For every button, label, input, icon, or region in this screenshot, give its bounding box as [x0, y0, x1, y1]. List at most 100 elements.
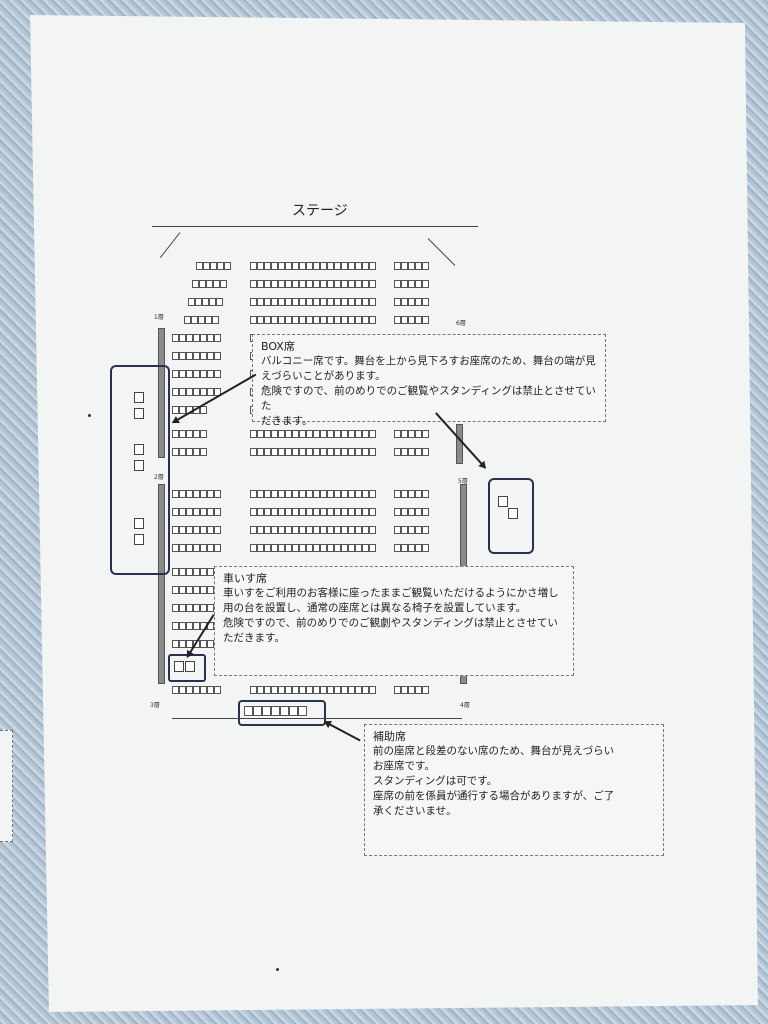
- seat: [369, 490, 376, 498]
- seat: [264, 490, 271, 498]
- seat: [193, 490, 200, 498]
- seat: [299, 686, 306, 694]
- seat: [355, 686, 362, 694]
- seat: [334, 508, 341, 516]
- seat: [186, 490, 193, 498]
- seat: [341, 316, 348, 324]
- seat: [422, 298, 429, 306]
- seat: [394, 280, 401, 288]
- seat: [348, 544, 355, 552]
- seat: [394, 490, 401, 498]
- seat: [200, 526, 207, 534]
- seat: [313, 448, 320, 456]
- seat: [285, 526, 292, 534]
- seat: [401, 262, 408, 270]
- seat: [341, 544, 348, 552]
- seat: [306, 262, 313, 270]
- seat: [271, 280, 278, 288]
- seat: [172, 586, 179, 594]
- seat: [207, 370, 214, 378]
- seat: [306, 280, 313, 288]
- seat: [341, 262, 348, 270]
- seat: [193, 568, 200, 576]
- seat: [205, 316, 212, 324]
- seat: [313, 430, 320, 438]
- box-seat-note: BOX席 バルコニー席です。舞台を上から見下ろすお座席のため、舞台の端が見 えづ…: [252, 334, 606, 427]
- seat: [193, 686, 200, 694]
- seat-block-left: [172, 352, 221, 360]
- seat: [200, 448, 207, 456]
- seat: [209, 298, 216, 306]
- wheelchair-note-line: 危険ですので、前のめりでのご観劇やスタンディングは禁止とさせてい: [223, 617, 558, 629]
- seat: [200, 604, 207, 612]
- seat: [320, 448, 327, 456]
- seat: [306, 298, 313, 306]
- seat-block-center: [250, 262, 376, 270]
- bottom-line: [172, 718, 462, 719]
- seat: [186, 508, 193, 516]
- seat: [408, 448, 415, 456]
- seat: [394, 686, 401, 694]
- seat: [186, 640, 193, 648]
- auxiliary-note-line: スタンディングは可です。: [373, 775, 498, 787]
- seat: [327, 316, 334, 324]
- seat-block-center: [250, 544, 376, 552]
- seat: [186, 568, 193, 576]
- seat: [264, 298, 271, 306]
- seat-block-center: [250, 430, 376, 438]
- seat: [313, 526, 320, 534]
- seat: [341, 448, 348, 456]
- seat: [200, 686, 207, 694]
- seat: [199, 280, 206, 288]
- seat: [306, 544, 313, 552]
- seat: [195, 298, 202, 306]
- seat: [422, 526, 429, 534]
- seat: [186, 388, 193, 396]
- seat: [200, 544, 207, 552]
- seat: [200, 586, 207, 594]
- seat: [327, 526, 334, 534]
- seat: [250, 508, 257, 516]
- seat: [172, 686, 179, 694]
- seat: [394, 544, 401, 552]
- auxiliary-seat: [253, 706, 262, 716]
- seat: [394, 430, 401, 438]
- seat: [179, 334, 186, 342]
- seat: [341, 298, 348, 306]
- seat: [207, 526, 214, 534]
- seat: [186, 448, 193, 456]
- seat: [355, 526, 362, 534]
- seat: [415, 280, 422, 288]
- seat: [299, 544, 306, 552]
- box-seat-note-line: だきます。: [261, 415, 313, 427]
- seat: [271, 544, 278, 552]
- auxiliary-seat: [262, 706, 271, 716]
- seat: [292, 526, 299, 534]
- seat: [172, 370, 179, 378]
- seat: [334, 280, 341, 288]
- seat: [394, 262, 401, 270]
- auxiliary-seat-row: [244, 706, 307, 716]
- seat: [285, 298, 292, 306]
- seat: [207, 604, 214, 612]
- seat-block-right: [394, 686, 429, 694]
- seat: [355, 544, 362, 552]
- seat: [271, 448, 278, 456]
- seat: [327, 490, 334, 498]
- box-seat: [134, 408, 144, 419]
- seat: [408, 430, 415, 438]
- seat: [299, 316, 306, 324]
- seat: [216, 298, 223, 306]
- seat: [172, 406, 179, 414]
- box-seat-frame-right: [488, 478, 534, 554]
- seat: [355, 316, 362, 324]
- seat: [186, 430, 193, 438]
- seat: [264, 316, 271, 324]
- seat: [394, 448, 401, 456]
- seat-block-left: [172, 490, 221, 498]
- seat: [188, 298, 195, 306]
- seat: [193, 388, 200, 396]
- seat: [179, 430, 186, 438]
- auxiliary-note-line: 座席の前を係員が通行する場合がありますが、ご了: [373, 790, 615, 802]
- seat-block-right: [394, 316, 429, 324]
